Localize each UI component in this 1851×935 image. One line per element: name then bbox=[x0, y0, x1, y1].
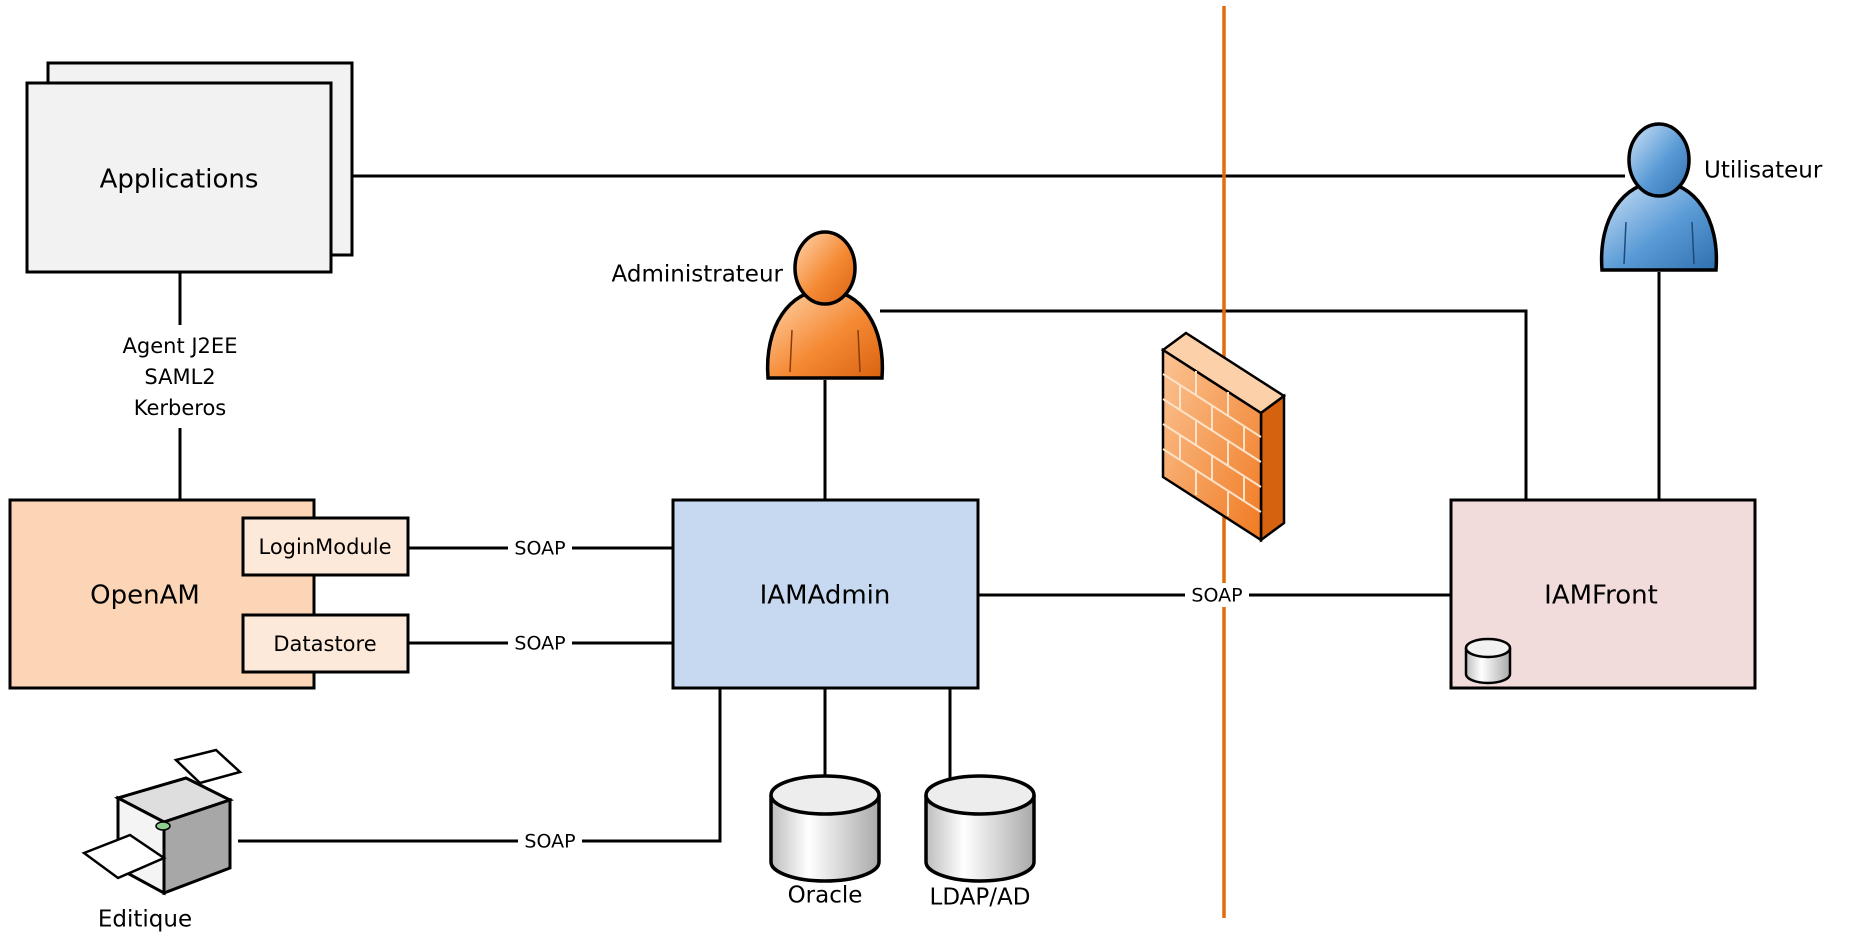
iamfront-node: IAMFront bbox=[1449, 498, 1757, 690]
applications-front-box bbox=[25, 81, 333, 274]
soap-label-iamfront: SOAP bbox=[1191, 585, 1242, 607]
ldap-database-icon bbox=[924, 774, 1036, 883]
loginmodule-label: LoginModule bbox=[258, 535, 391, 559]
link-editique-iamadmin bbox=[238, 688, 722, 843]
soap-label-loginmodule: SOAP bbox=[514, 538, 565, 560]
iamadmin-label: IAMAdmin bbox=[760, 581, 891, 611]
applications-label: Applications bbox=[100, 165, 259, 195]
protocol-agent-j2ee: Agent J2EE bbox=[123, 334, 238, 358]
agent-protocols: Agent J2EE SAML2 Kerberos bbox=[110, 327, 250, 427]
datastore-box bbox=[241, 613, 410, 674]
iamfront-label: IAMFront bbox=[1544, 581, 1658, 611]
loginmodule-box bbox=[241, 516, 410, 577]
utilisateur-label: Utilisateur bbox=[1704, 158, 1823, 184]
applications-node: Applications bbox=[25, 61, 354, 274]
administrateur-person-icon bbox=[765, 230, 885, 380]
administrateur-label: Administrateur bbox=[612, 262, 784, 288]
iamadmin-node: IAMAdmin bbox=[671, 498, 980, 690]
oracle-database-icon bbox=[769, 774, 881, 883]
protocol-saml2: SAML2 bbox=[144, 365, 215, 389]
soap-labels: SOAP SOAP SOAP SOAP bbox=[508, 536, 1249, 853]
editique-label: Editique bbox=[98, 907, 192, 933]
soap-label-editique: SOAP bbox=[524, 831, 575, 853]
editique-printer-icon bbox=[81, 748, 243, 896]
protocol-kerberos: Kerberos bbox=[134, 396, 227, 420]
iamadmin-box bbox=[671, 498, 980, 690]
utilisateur-person-icon bbox=[1599, 122, 1719, 272]
oracle-label: Oracle bbox=[788, 883, 863, 909]
openam-label: OpenAM bbox=[90, 581, 200, 611]
datastore-label: Datastore bbox=[273, 632, 376, 656]
soap-label-datastore: SOAP bbox=[514, 633, 565, 655]
ldap-label: LDAP/AD bbox=[930, 885, 1031, 911]
iamfront-database-icon bbox=[1464, 637, 1512, 685]
firewall-icon bbox=[1160, 331, 1287, 543]
link-admin-iamfront bbox=[880, 309, 1528, 500]
openam-node: OpenAM LoginModule Datastore bbox=[8, 498, 410, 690]
